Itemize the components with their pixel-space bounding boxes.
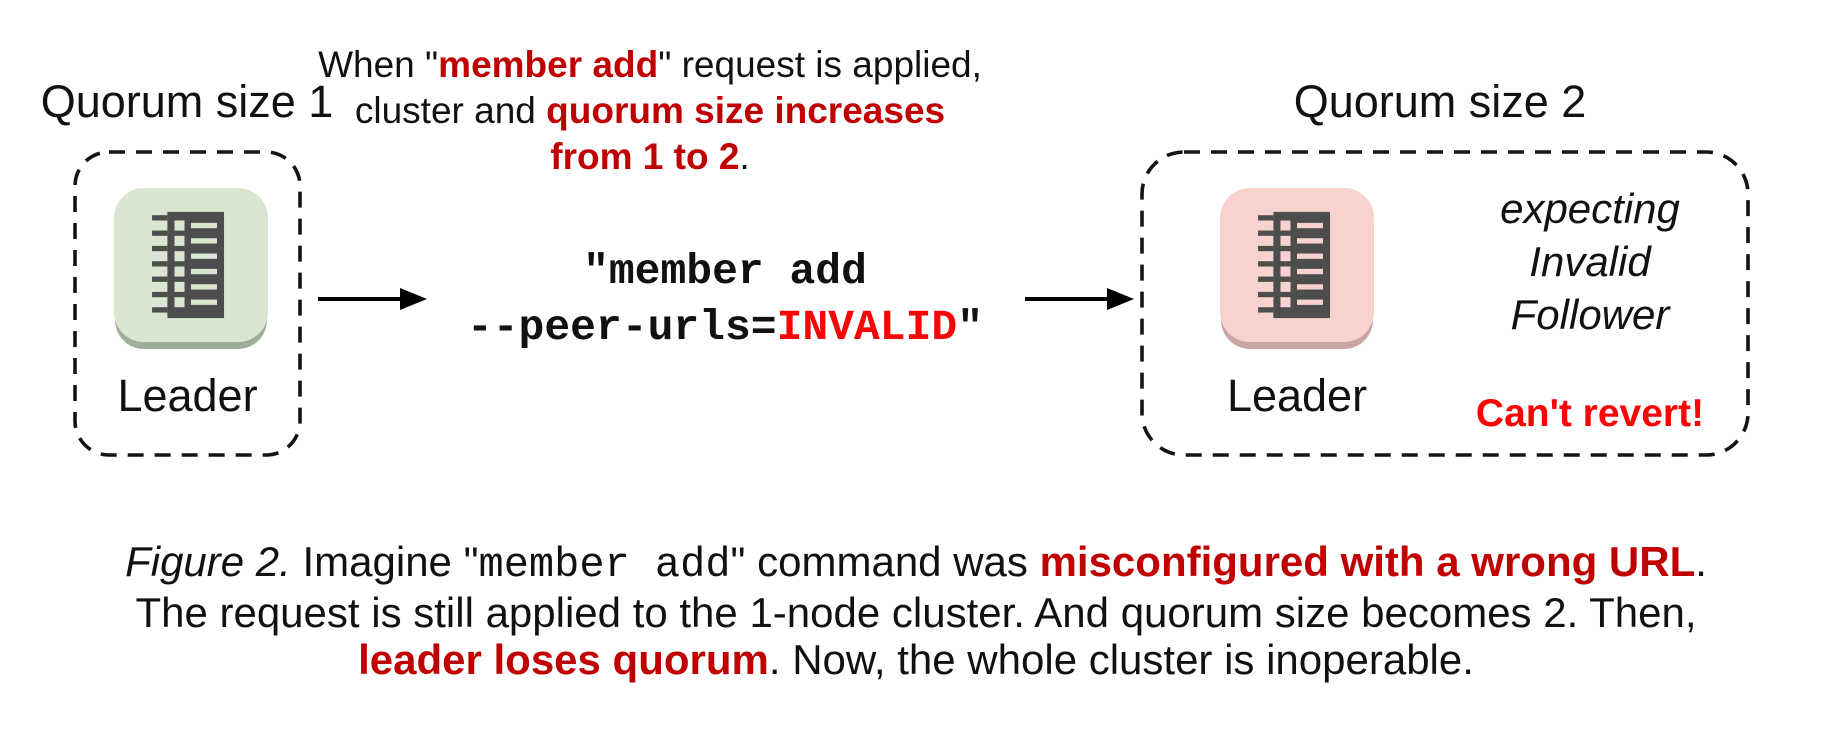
cant-revert-warning: Can't revert! <box>1475 392 1705 435</box>
dashed-border <box>73 150 302 457</box>
figure-caption: Figure 2. Imagine "member add" command w… <box>125 538 1707 683</box>
left-node-label: Leader <box>117 370 258 421</box>
right-node-label: Leader <box>1226 370 1368 421</box>
left-cluster-box <box>73 150 302 457</box>
expecting-follower-note: expecting Invalid Follower <box>1500 185 1680 338</box>
right-quorum-title: Quorum size 2 <box>1293 76 1587 127</box>
right-cluster-box <box>1140 150 1750 457</box>
arrow-right-icon <box>316 286 428 312</box>
left-quorum-title: Quorum size 1 <box>40 76 334 127</box>
server-list-icon <box>152 211 225 319</box>
arrow-right-icon <box>1023 286 1135 312</box>
leader-node-pink <box>1220 188 1374 342</box>
dashed-border <box>1140 150 1750 457</box>
transition-note: When "member add" request is applied, cl… <box>318 44 982 177</box>
server-list-icon <box>1258 211 1331 319</box>
leader-node-green <box>114 188 268 342</box>
member-add-command: "member add --peer-urls=INVALID" <box>466 247 984 352</box>
